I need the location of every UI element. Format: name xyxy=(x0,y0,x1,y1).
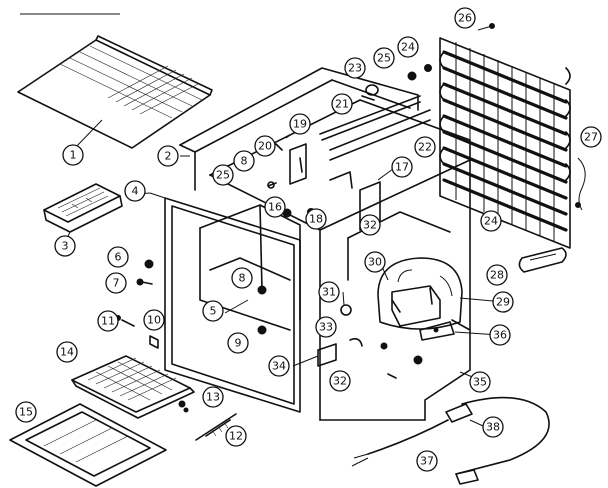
callout-22: 22 xyxy=(414,136,436,158)
hinge-rod xyxy=(195,413,237,441)
callout-15: 15 xyxy=(15,401,37,423)
callout-label: 32 xyxy=(363,219,377,232)
callout-label: 2 xyxy=(165,150,172,163)
callout-label: 35 xyxy=(473,376,487,389)
compressor xyxy=(377,257,463,341)
callout-8-lower: 8 xyxy=(231,267,253,289)
small-parts xyxy=(115,64,432,379)
callout-label: 19 xyxy=(293,118,307,131)
callout-25-top: 25 xyxy=(373,47,395,69)
callout-2: 2 xyxy=(157,145,179,167)
callout-label: 37 xyxy=(420,455,434,468)
callout-10: 10 xyxy=(143,309,165,331)
callout-37: 37 xyxy=(416,450,438,472)
callout-label: 9 xyxy=(235,337,242,350)
callout-38: 38 xyxy=(482,416,504,438)
callout-label: 34 xyxy=(272,360,286,373)
callout-12: 12 xyxy=(225,425,247,447)
callout-32-lower: 32 xyxy=(329,370,351,392)
callout-24-right: 24 xyxy=(480,210,502,232)
callout-31: 31 xyxy=(318,281,340,303)
condenser-coil xyxy=(439,23,586,249)
callout-27: 27 xyxy=(580,126,602,148)
butter-dish xyxy=(43,183,123,241)
callout-11: 11 xyxy=(97,310,119,332)
callout-label: 3 xyxy=(62,240,69,253)
callout-18: 18 xyxy=(305,208,327,230)
callout-label: 20 xyxy=(258,140,272,153)
callout-5: 5 xyxy=(202,300,224,322)
callout-4: 4 xyxy=(124,180,146,202)
callout-label: 38 xyxy=(486,421,500,434)
callout-19: 19 xyxy=(289,113,311,135)
callout-25-left: 25 xyxy=(212,164,234,186)
callout-label: 31 xyxy=(322,286,336,299)
callout-21: 21 xyxy=(331,93,353,115)
callout-28: 28 xyxy=(486,264,508,286)
callout-label: 36 xyxy=(493,329,507,342)
crisper-tray xyxy=(71,355,195,419)
callout-label: 8 xyxy=(239,272,246,285)
callout-label: 24 xyxy=(484,215,498,228)
callout-label: 30 xyxy=(368,256,382,269)
drip-pan xyxy=(9,403,167,487)
callout-label: 22 xyxy=(418,141,432,154)
callout-9: 9 xyxy=(227,332,249,354)
callout-label: 26 xyxy=(458,12,472,25)
callout-label: 17 xyxy=(395,161,409,174)
callout-30: 30 xyxy=(364,251,386,273)
power-cord xyxy=(351,396,550,485)
callout-label: 13 xyxy=(206,391,220,404)
callout-label: 25 xyxy=(216,169,230,182)
callout-label: 6 xyxy=(115,251,122,264)
callout-20: 20 xyxy=(254,135,276,157)
callout-label: 14 xyxy=(60,346,74,359)
callout-13: 13 xyxy=(202,386,224,408)
callout-6: 6 xyxy=(107,246,129,268)
callout-label: 21 xyxy=(335,98,349,111)
top-shelf-panel xyxy=(17,35,213,151)
callout-8-upper: 8 xyxy=(233,150,255,172)
callout-label: 10 xyxy=(147,314,161,327)
callout-label: 11 xyxy=(101,315,115,328)
callout-36: 36 xyxy=(489,324,511,346)
callout-label: 32 xyxy=(333,375,347,388)
callout-label: 23 xyxy=(348,62,362,75)
callout-16: 16 xyxy=(264,196,286,218)
callout-label: 16 xyxy=(268,201,282,214)
callout-label: 12 xyxy=(229,430,243,443)
callout-label: 8 xyxy=(241,155,248,168)
callout-label: 28 xyxy=(490,269,504,282)
cabinet-body xyxy=(209,95,471,421)
callout-label: 1 xyxy=(70,149,77,162)
callout-17: 17 xyxy=(391,156,413,178)
drain-pan xyxy=(518,247,567,273)
callout-14: 14 xyxy=(56,341,78,363)
door-gasket-frame xyxy=(149,192,301,413)
callout-label: 5 xyxy=(210,305,217,318)
callout-26: 26 xyxy=(454,7,476,29)
callout-label: 18 xyxy=(309,213,323,226)
callout-34: 34 xyxy=(268,355,290,377)
callout-32-upper: 32 xyxy=(359,214,381,236)
callout-label: 27 xyxy=(584,131,598,144)
callout-24-top: 24 xyxy=(397,36,419,58)
callout-label: 7 xyxy=(113,277,120,290)
callout-3: 3 xyxy=(54,235,76,257)
callout-29: 29 xyxy=(492,291,514,313)
callout-33: 33 xyxy=(315,316,337,338)
callout-1: 1 xyxy=(62,144,84,166)
callout-label: 25 xyxy=(377,52,391,65)
callout-label: 15 xyxy=(19,406,33,419)
callout-label: 4 xyxy=(132,185,139,198)
callout-label: 33 xyxy=(319,321,333,334)
callout-23: 23 xyxy=(344,57,366,79)
callout-7: 7 xyxy=(105,272,127,294)
callout-35: 35 xyxy=(469,371,491,393)
callout-label: 29 xyxy=(496,296,510,309)
callout-label: 24 xyxy=(401,41,415,54)
